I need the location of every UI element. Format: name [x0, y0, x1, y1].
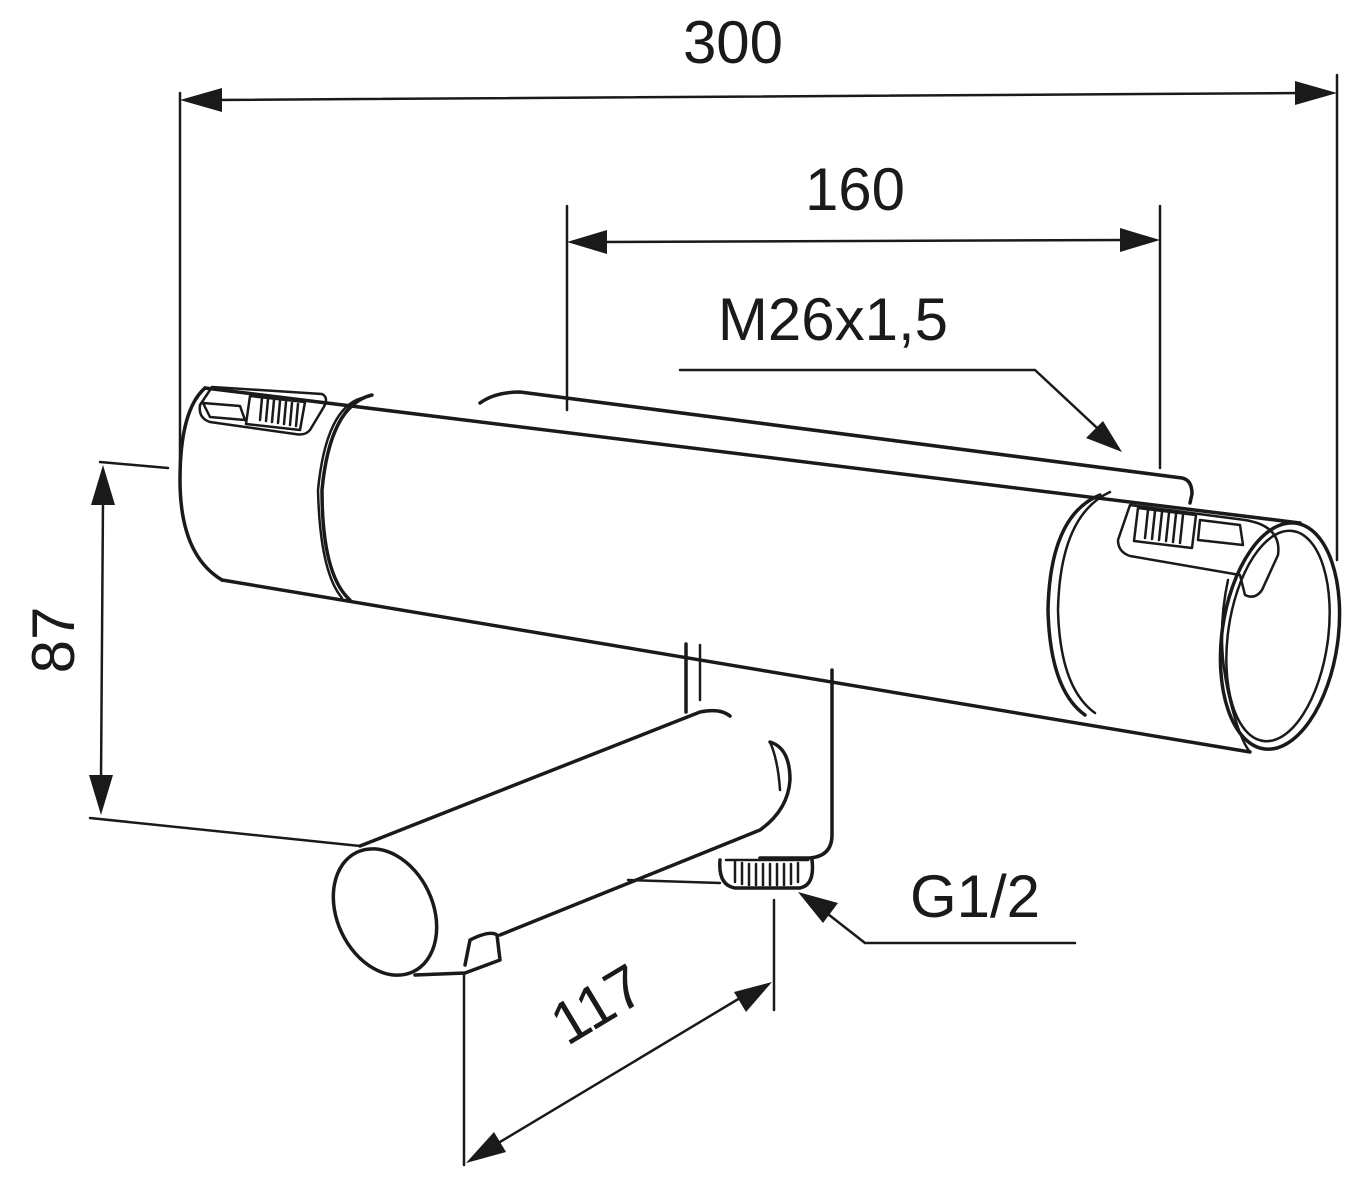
- spout-elbow-shading: [768, 740, 782, 792]
- cylinder-top-edge: [203, 386, 1302, 525]
- arrow-head-160-left: [567, 230, 607, 254]
- cylinder-bottom-edge: [220, 578, 1252, 754]
- spout-tip: [331, 847, 439, 977]
- right-grip-icon: [1132, 506, 1198, 550]
- leader-line-m26: [678, 368, 1112, 442]
- inlet-thread-icon: [724, 858, 810, 887]
- left-handle-ring-outer: [320, 393, 374, 602]
- dimension-label-87: 87: [20, 607, 87, 674]
- arrow-head-117-left: [466, 1132, 506, 1163]
- left-latch-button: [201, 401, 247, 422]
- leader-arrow-m26: [1086, 421, 1122, 452]
- left-end-cap: [178, 386, 224, 582]
- dimension-connection-spacing: 160: [565, 156, 1162, 470]
- arrow-head-87-bottom: [89, 775, 113, 815]
- left-handle-latch: [198, 385, 328, 436]
- extension-line-87-top: [98, 460, 170, 470]
- arrow-head-117-right: [734, 982, 772, 1012]
- dimension-spout-length: 117: [462, 898, 776, 1167]
- dimension-line-87: [99, 498, 105, 782]
- callout-label-m26: M26x1,5: [718, 286, 948, 353]
- callout-label-g12: G1/2: [910, 863, 1040, 930]
- arrow-head-right: [1295, 81, 1337, 105]
- callout-outlet-thread: M26x1,5: [678, 286, 1122, 452]
- dimension-line-117: [493, 993, 747, 1147]
- dimension-line-160: [598, 238, 1129, 244]
- spout-elbow: [498, 740, 792, 937]
- extension-line-87-bottom: [88, 816, 362, 848]
- left-handle-ring-inner: [316, 396, 364, 600]
- right-sleeve-edge: [1220, 578, 1252, 754]
- callout-inlet-thread: G1/2: [798, 863, 1077, 945]
- dimension-height: 87: [20, 460, 362, 848]
- right-handle-ring-inner: [1056, 490, 1112, 715]
- dimension-label-300: 300: [683, 9, 783, 76]
- inlet-nipple: [718, 858, 815, 890]
- dimension-overall-width: 300: [178, 9, 1339, 562]
- dimension-label-160: 160: [805, 156, 905, 223]
- riser-right-edge: [758, 668, 834, 860]
- mixer-body: [178, 385, 1342, 977]
- dimension-label-117: 117: [539, 951, 656, 1058]
- right-handle-ring-outer: [1046, 493, 1102, 717]
- wall-plate: [478, 390, 1194, 505]
- leader-arrow-g12: [798, 892, 838, 923]
- arrow-head-160-right: [1120, 228, 1160, 252]
- right-handle-latch: [1116, 503, 1280, 598]
- right-latch-button: [1196, 518, 1245, 547]
- arrow-head-left: [180, 88, 222, 112]
- dimension-line-300: [213, 91, 1304, 102]
- arrow-head-87-top: [91, 465, 115, 505]
- spout-top-edge: [358, 708, 732, 848]
- spout-aerator: [413, 931, 502, 977]
- left-grip-icon: [244, 394, 307, 432]
- right-bore-inner: [1225, 529, 1331, 743]
- inlet-base-line: [626, 878, 722, 885]
